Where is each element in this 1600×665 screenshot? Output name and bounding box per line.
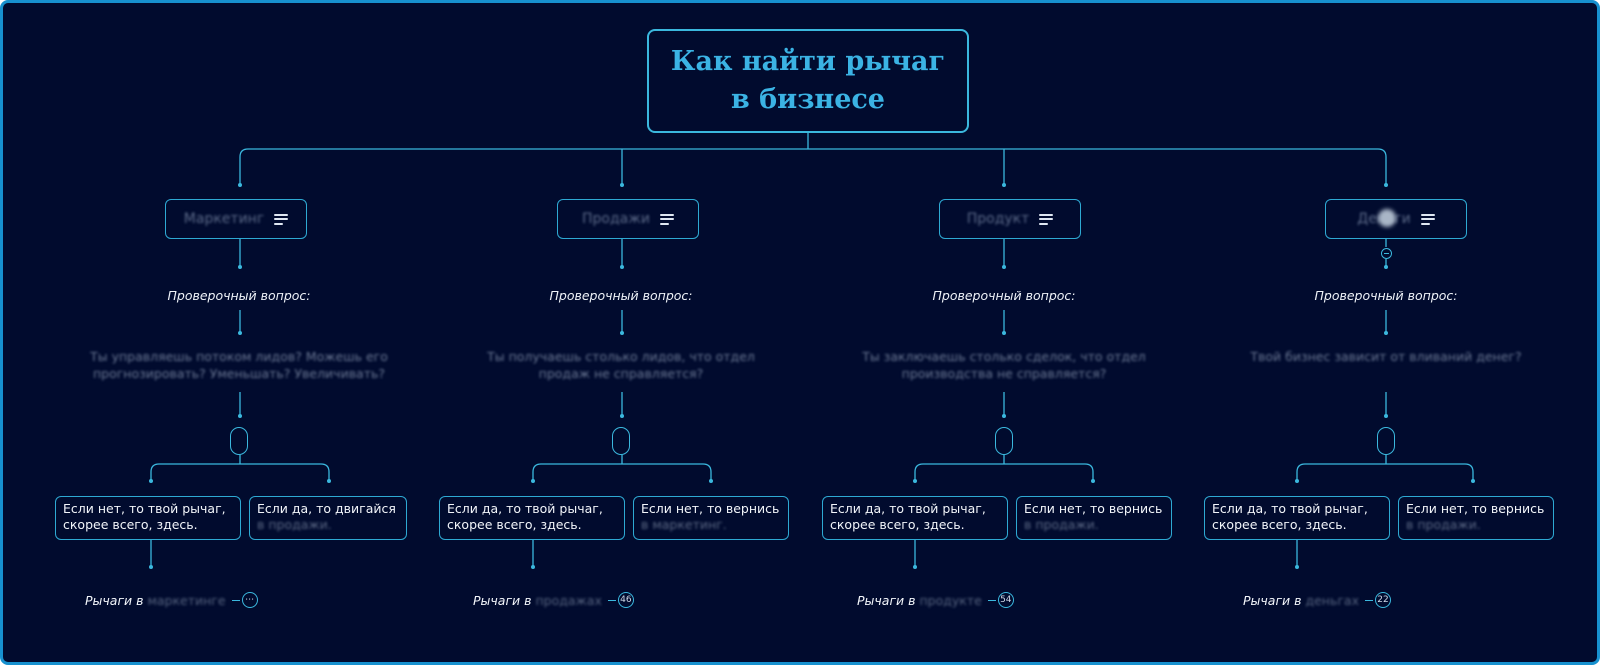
junction-node[interactable] bbox=[1377, 427, 1395, 455]
collapse-icon[interactable] bbox=[1381, 248, 1392, 259]
lever-blurred-text: продажах bbox=[535, 592, 602, 608]
connector-dot bbox=[238, 414, 242, 418]
answer-text: Если да, то твой рычаг, скорее всего, зд… bbox=[1212, 501, 1368, 532]
blurred-overlay bbox=[1378, 209, 1396, 227]
answer-left[interactable]: Если да, то твой рычаг, скорее всего, зд… bbox=[1204, 496, 1390, 540]
answer-blurred-text: в продажи. bbox=[1406, 517, 1481, 532]
root-title: Как найти рычаг в бизнесе bbox=[670, 46, 946, 115]
lever-topic[interactable]: Рычаги в маркетинге ⋯ bbox=[85, 590, 258, 610]
notes-icon[interactable] bbox=[274, 213, 289, 225]
notes-icon[interactable] bbox=[659, 213, 674, 225]
answer-right[interactable]: Если да, то двигайся в продажи. bbox=[249, 496, 407, 540]
connector-dot bbox=[1091, 479, 1095, 483]
question-label: Проверочный вопрос: bbox=[1314, 288, 1458, 303]
branch-label: Маркетинг bbox=[183, 211, 265, 227]
junction-node[interactable] bbox=[612, 427, 630, 455]
connector-dot bbox=[913, 565, 917, 569]
branch-label: Продажи bbox=[582, 211, 650, 227]
answer-text: Если да, то двигайся bbox=[257, 501, 396, 516]
branch-topic-sales[interactable]: Продажи bbox=[557, 199, 699, 239]
notes-icon[interactable] bbox=[1039, 213, 1054, 225]
connector-dot bbox=[238, 265, 242, 269]
connector-dot bbox=[1471, 479, 1475, 483]
connector-dot bbox=[531, 479, 535, 483]
connector-lines bbox=[149, 133, 1475, 569]
answer-bus bbox=[914, 463, 1094, 481]
subtopic-count-badge[interactable]: 54 bbox=[997, 592, 1014, 608]
lever-topic[interactable]: Рычаги в продукте 54 bbox=[857, 590, 1014, 610]
connector-dot bbox=[620, 265, 624, 269]
question-text: Ты заключаешь столько сделок, что отдел … bbox=[862, 349, 1146, 381]
lever-blurred-text: продукте bbox=[919, 592, 982, 608]
root-bus bbox=[239, 148, 1387, 185]
branch-label: Продукт bbox=[966, 211, 1030, 227]
answer-text: Если нет, то вернись bbox=[641, 501, 780, 516]
answer-right[interactable]: Если нет, то вернись в продажи. bbox=[1398, 496, 1554, 540]
connector-dot bbox=[1384, 331, 1388, 335]
answer-bus bbox=[532, 463, 712, 481]
answer-text: Если да, то твой рычаг, скорее всего, зд… bbox=[447, 501, 603, 532]
lever-blurred-text: маркетинге bbox=[147, 592, 226, 608]
answer-left[interactable]: Если да, то твой рычаг, скорее всего, зд… bbox=[822, 496, 1008, 540]
branch-topic-money[interactable]: Деньги bbox=[1325, 199, 1467, 239]
answer-right[interactable]: Если нет, то вернись в маркетинг. bbox=[633, 496, 789, 540]
lever-prefix: Рычаги в bbox=[473, 592, 532, 608]
answer-left[interactable]: Если нет, то твой рычаг, скорее всего, з… bbox=[55, 496, 241, 540]
answer-bus bbox=[150, 463, 330, 481]
junction-node[interactable] bbox=[230, 427, 248, 455]
answer-right[interactable]: Если нет, то вернись в продажи. bbox=[1016, 496, 1172, 540]
lever-prefix: Рычаги в bbox=[1243, 592, 1302, 608]
connector-dot bbox=[620, 183, 624, 187]
question-text: Ты управляешь потоком лидов? Можешь его … bbox=[90, 349, 388, 381]
connector-dot bbox=[1295, 565, 1299, 569]
answer-text: Если да, то твой рычаг, скорее всего, зд… bbox=[830, 501, 986, 532]
lever-blurred-text: деньгах bbox=[1305, 592, 1359, 608]
connector-dot bbox=[620, 414, 624, 418]
lever-topic[interactable]: Рычаги в продажах 46 bbox=[473, 590, 634, 610]
connector-dot bbox=[620, 331, 624, 335]
connector-dot bbox=[149, 565, 153, 569]
answer-bus bbox=[1296, 463, 1474, 481]
lever-prefix: Рычаги в bbox=[85, 592, 144, 608]
connector-dot bbox=[327, 479, 331, 483]
subtopic-count-badge[interactable]: 46 bbox=[617, 592, 634, 608]
answer-left[interactable]: Если да, то твой рычаг, скорее всего, зд… bbox=[439, 496, 625, 540]
lever-prefix: Рычаги в bbox=[857, 592, 916, 608]
connector-dot bbox=[1384, 414, 1388, 418]
root-topic[interactable]: Как найти рычаг в бизнесе bbox=[647, 29, 969, 133]
question-label: Проверочный вопрос: bbox=[932, 288, 1076, 303]
connector-dot bbox=[1002, 183, 1006, 187]
question-label: Проверочный вопрос: bbox=[167, 288, 311, 303]
subtopic-count-badge[interactable]: ⋯ bbox=[241, 592, 258, 608]
branch-topic-product[interactable]: Продукт bbox=[939, 199, 1081, 239]
connector-dot bbox=[1002, 331, 1006, 335]
lever-topic[interactable]: Рычаги в деньгах 22 bbox=[1243, 590, 1391, 610]
connector-dot bbox=[709, 479, 713, 483]
connector-dot bbox=[238, 183, 242, 187]
branch-topic-marketing[interactable]: Маркетинг bbox=[165, 199, 307, 239]
answer-blurred-text: в продажи. bbox=[1024, 517, 1099, 532]
connector-dot bbox=[1295, 479, 1299, 483]
connector-dot bbox=[1002, 265, 1006, 269]
answer-blurred-text: в продажи. bbox=[257, 517, 332, 532]
connector-dot bbox=[1384, 183, 1388, 187]
question-text: Ты получаешь столько лидов, что отдел пр… bbox=[487, 349, 755, 381]
answer-text: Если нет, то вернись bbox=[1406, 501, 1545, 516]
junction-node[interactable] bbox=[995, 427, 1013, 455]
notes-icon[interactable] bbox=[1420, 213, 1435, 225]
answer-text: Если нет, то вернись bbox=[1024, 501, 1163, 516]
connector-dot bbox=[531, 565, 535, 569]
question-text: Твой бизнес зависит от вливаний денег? bbox=[1250, 349, 1522, 364]
connector-dot bbox=[1002, 414, 1006, 418]
subtopic-count-badge[interactable]: 22 bbox=[1374, 592, 1391, 608]
answer-text: Если нет, то твой рычаг, скорее всего, з… bbox=[63, 501, 226, 532]
connector-dot bbox=[913, 479, 917, 483]
question-label: Проверочный вопрос: bbox=[549, 288, 693, 303]
connector-dot bbox=[149, 479, 153, 483]
connector-dot bbox=[238, 331, 242, 335]
answer-blurred-text: в маркетинг. bbox=[641, 517, 727, 532]
connector-dot bbox=[1384, 265, 1388, 269]
